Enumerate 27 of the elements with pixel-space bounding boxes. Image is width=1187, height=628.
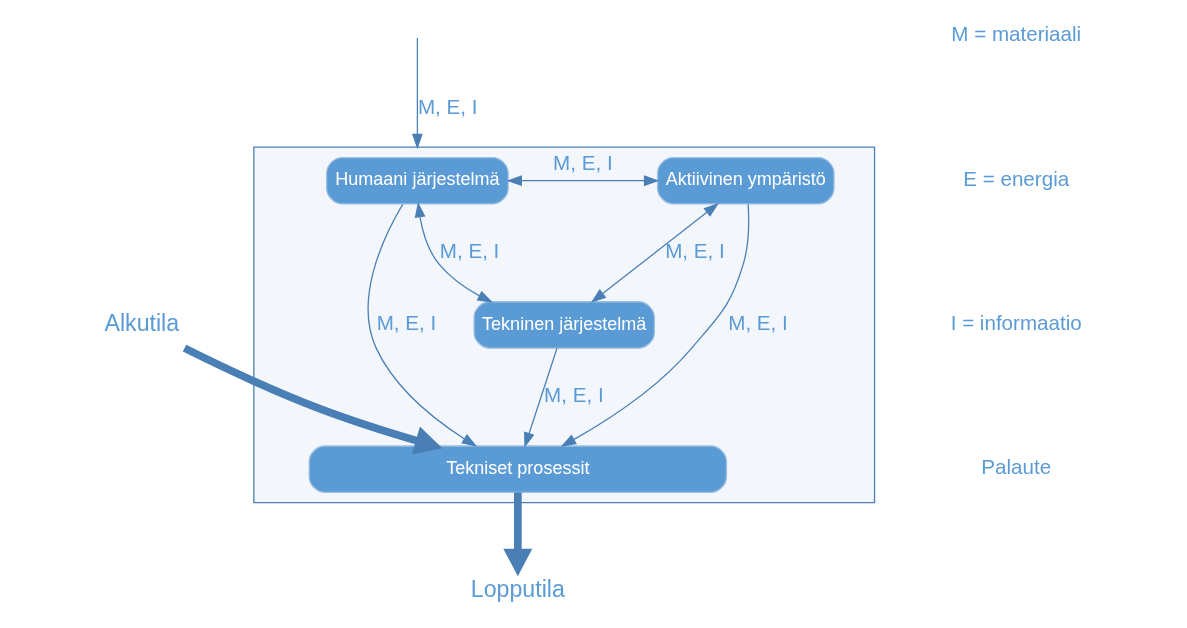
arrow xyxy=(367,203,478,447)
edge-label: M, E, I xyxy=(439,238,500,262)
node-box: Tekninen järjestelmä xyxy=(473,301,655,349)
arrow xyxy=(590,202,719,303)
arrow xyxy=(560,203,750,447)
node-text: Lopputila xyxy=(470,576,565,603)
node-box: Aktiivinen ympäristö xyxy=(656,156,835,205)
node-box: Humaani järjestelmä xyxy=(325,156,509,205)
cluster xyxy=(253,146,876,504)
edge-label: M, E, I xyxy=(665,238,725,262)
arrow xyxy=(506,175,660,187)
arrow xyxy=(182,344,443,455)
label: Palaute xyxy=(981,455,1052,479)
edge-label: M, E, I xyxy=(728,310,788,334)
arrow xyxy=(411,37,423,150)
arrow xyxy=(414,201,493,303)
label: M = materiaali xyxy=(951,22,1082,46)
label: I = informaatio xyxy=(950,310,1082,334)
edge-label: M, E, I xyxy=(376,310,437,334)
label: E = energia xyxy=(963,166,1070,190)
arrow xyxy=(503,492,533,577)
node-box: Tekniset prosessit xyxy=(308,445,728,493)
edge-label: M, E, I xyxy=(417,94,478,118)
edge-label: M, E, I xyxy=(544,382,604,406)
node-text: Alkutila xyxy=(104,309,180,336)
arrow xyxy=(524,347,558,448)
edge-label: M, E, I xyxy=(553,151,613,175)
